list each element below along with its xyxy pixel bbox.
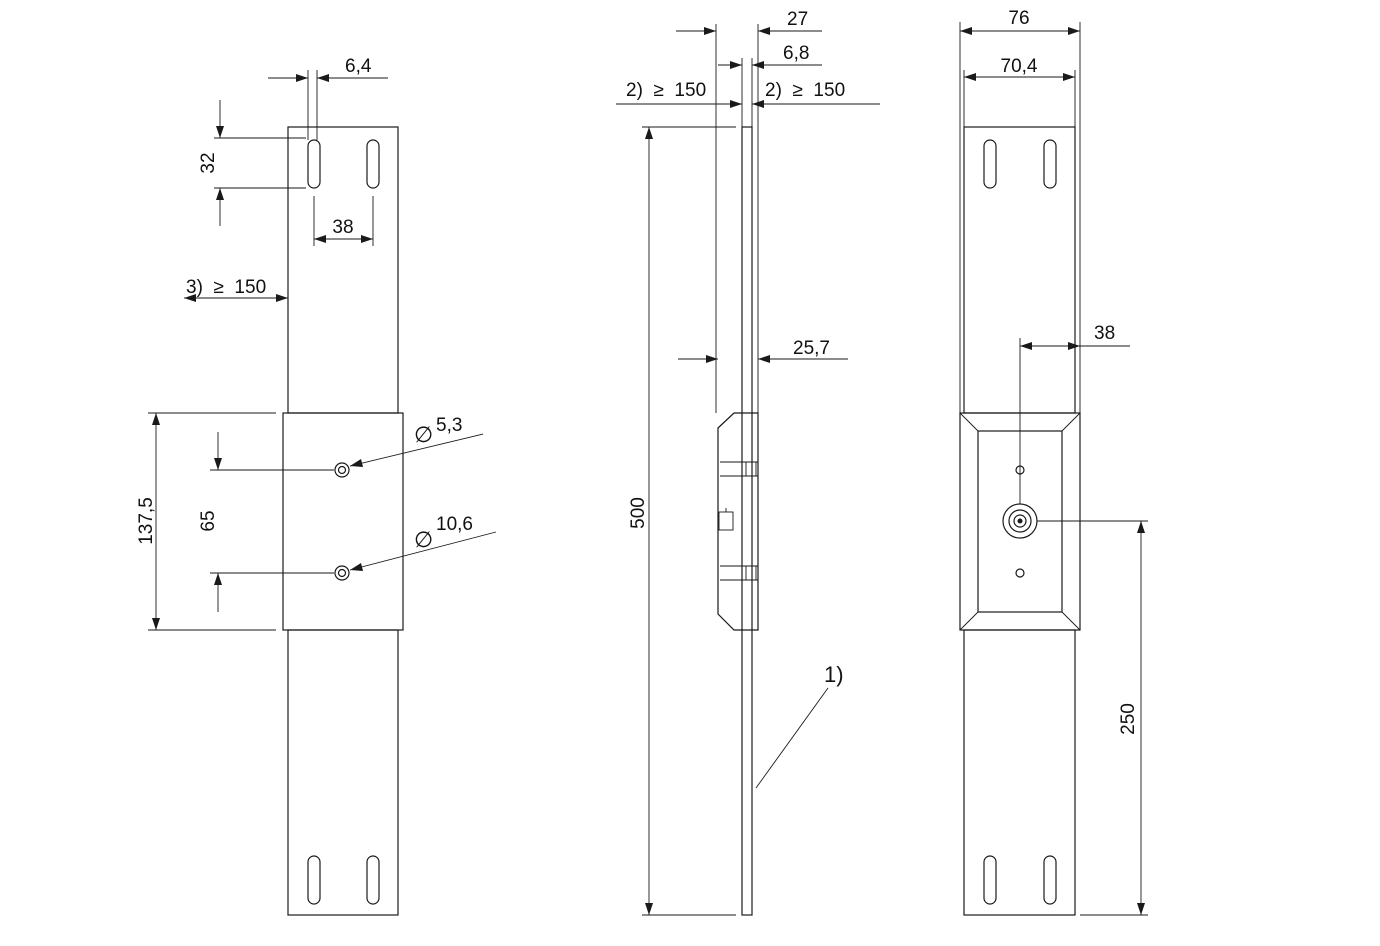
rear-slot-lower-right xyxy=(1043,855,1057,905)
dim-hole-large-dia: 10,6 xyxy=(436,514,473,535)
dim-sensor-height: 250 xyxy=(1118,703,1139,735)
front-hole-lower xyxy=(334,565,350,581)
dim-plate-thickness: 6,8 xyxy=(783,43,809,64)
rear-hole-lower xyxy=(1015,568,1025,578)
dim-width-inner: 70,4 xyxy=(1001,56,1038,77)
dim-hole-spacing: 65 xyxy=(198,510,219,531)
dim-slot-spacing: 38 xyxy=(332,217,353,238)
diameter-symbol-icon: ∅ xyxy=(414,422,433,447)
front-slot-upper-right xyxy=(366,139,380,189)
dim-length: 500 xyxy=(628,497,649,529)
side-view: 27 6,8 2) ≥ 150 2) ≥ 150 500 25,7 1) xyxy=(616,9,880,916)
rear-slot-upper-left xyxy=(983,139,997,189)
dim-width-outer: 76 xyxy=(1008,8,1029,29)
rear-slot-upper-right xyxy=(1043,139,1057,189)
front-hole-upper xyxy=(334,462,350,478)
side-plate xyxy=(741,126,753,916)
front-slot-upper-left xyxy=(307,139,321,189)
front-bracket-lower xyxy=(287,629,399,916)
rear-slot-lower-left xyxy=(983,855,997,905)
dim-center-offset: 38 xyxy=(1094,323,1115,344)
dim-overall-thickness: 27 xyxy=(787,9,808,30)
rear-bracket-lower xyxy=(963,629,1076,916)
front-bracket-upper xyxy=(287,126,399,414)
rear-bracket-upper xyxy=(963,126,1076,414)
dim-housing-depth: 25,7 xyxy=(793,338,830,359)
dim-side-clearance-left: 2) ≥ 150 xyxy=(626,80,706,101)
dim-front-clearance: 3) ≥ 150 xyxy=(186,277,266,298)
rear-view: 76 70,4 38 250 xyxy=(959,8,1148,916)
front-housing xyxy=(282,412,404,631)
front-slot-lower-left xyxy=(307,855,321,905)
dim-side-clearance-right: 2) ≥ 150 xyxy=(765,80,845,101)
dim-slot-width: 6,4 xyxy=(345,56,372,77)
diameter-symbol-icon: ∅ xyxy=(414,527,433,552)
dim-housing-height: 137,5 xyxy=(136,497,157,545)
dim-slot-length: 32 xyxy=(198,152,219,173)
dim-hole-small-dia: 5,3 xyxy=(436,415,462,436)
side-connector xyxy=(718,511,734,531)
front-view: 6,4 32 38 3) ≥ 150 137,5 xyxy=(136,56,497,916)
note-ref: 1) xyxy=(824,662,844,687)
front-slot-lower-right xyxy=(366,855,380,905)
